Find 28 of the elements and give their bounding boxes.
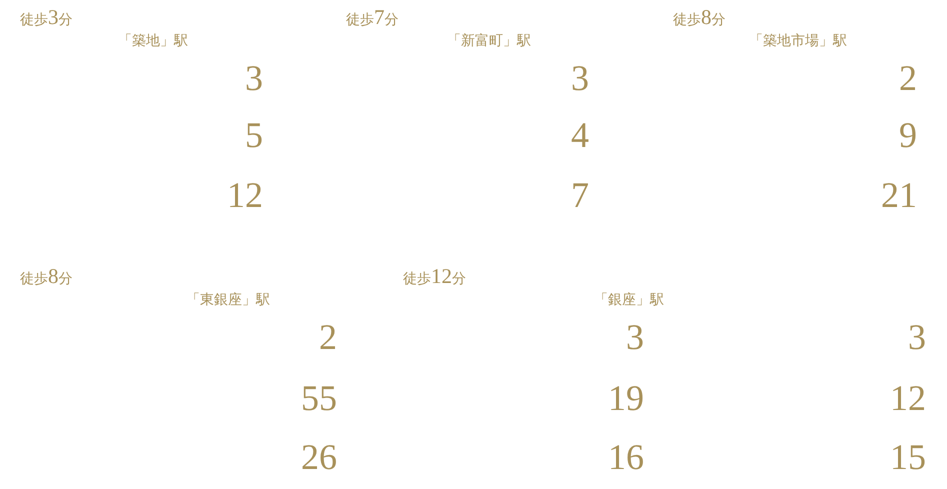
walking-time-label: 徒歩8分 — [673, 6, 726, 30]
walking-time-label: 徒歩12分 — [403, 265, 466, 288]
number-value: 7 — [571, 177, 589, 213]
number-value: 12 — [227, 177, 263, 213]
number-value: 3 — [245, 60, 263, 96]
walking-time-label: 徒歩8分 — [20, 265, 72, 288]
number-value: 19 — [608, 380, 644, 416]
station-name: 「東銀座」駅 — [186, 293, 270, 308]
number-value: 3 — [908, 319, 926, 355]
number-value: 2 — [319, 319, 337, 355]
station-name: 「築地」駅 — [118, 34, 188, 50]
number-value: 4 — [571, 117, 589, 153]
walking-time-label: 徒歩7分 — [346, 6, 398, 30]
number-value: 9 — [899, 117, 917, 153]
number-value: 26 — [301, 439, 337, 475]
number-value: 12 — [890, 380, 926, 416]
walking-time-label: 徒歩3分 — [20, 6, 72, 30]
number-value: 15 — [890, 439, 926, 475]
number-value: 16 — [608, 439, 644, 475]
number-value: 2 — [899, 60, 917, 96]
station-name: 「新富町」駅 — [447, 34, 531, 50]
number-value: 3 — [626, 319, 644, 355]
number-value: 3 — [571, 60, 589, 96]
number-value: 5 — [245, 117, 263, 153]
number-value: 55 — [301, 380, 337, 416]
number-value: 21 — [881, 177, 917, 213]
station-name: 「築地市場」駅 — [749, 34, 847, 50]
station-name: 「銀座」駅 — [594, 293, 664, 308]
